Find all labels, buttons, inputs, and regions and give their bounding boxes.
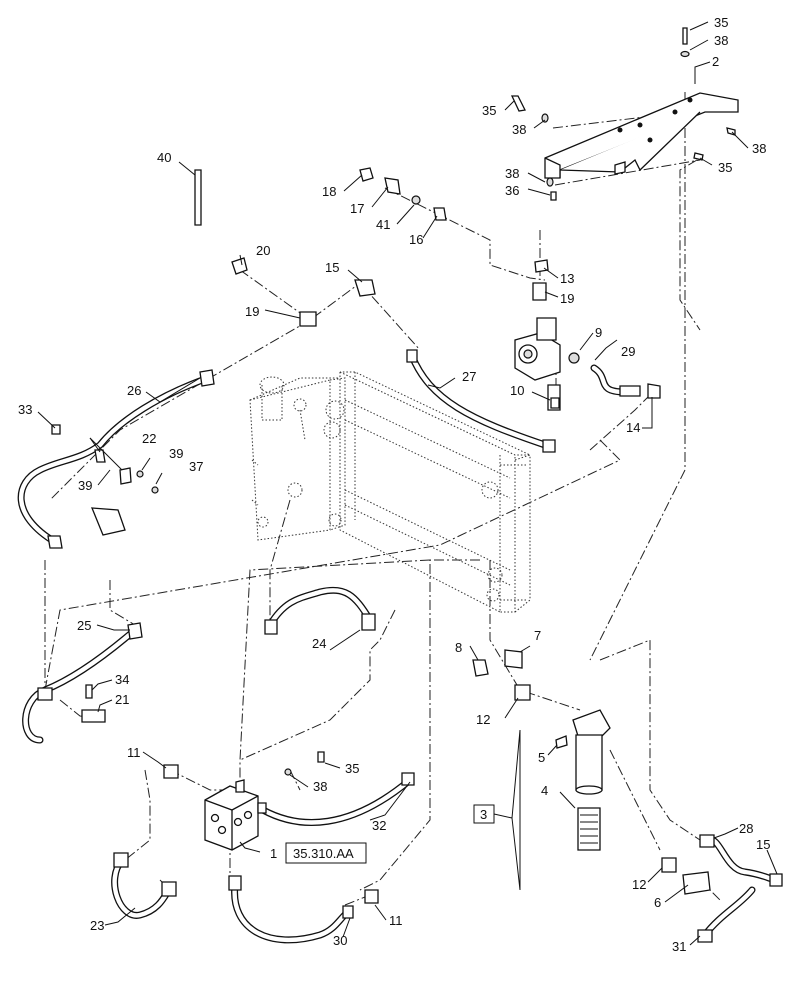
mounting-bracket — [544, 92, 739, 179]
callout-11: 11 — [389, 913, 403, 928]
callout-21: 21 — [115, 692, 129, 707]
callout-38: 38 — [313, 779, 327, 794]
filter-assembly — [472, 649, 711, 895]
callout-34: 34 — [115, 672, 129, 687]
callout-26: 26 — [127, 383, 141, 398]
callout-38: 38 — [512, 122, 526, 137]
callout-40: 40 — [157, 150, 171, 165]
misc-parts — [51, 169, 379, 904]
callout-32: 32 — [372, 818, 386, 833]
callout-20: 20 — [256, 243, 270, 258]
callout-35: 35 — [714, 15, 728, 30]
callout-38: 38 — [714, 33, 728, 48]
callout-19: 19 — [245, 304, 259, 319]
callout-35: 35 — [482, 103, 496, 118]
callout-30: 30 — [333, 933, 347, 948]
leader-lines — [37, 21, 778, 946]
callout-labels: 35 38 2 35 38 38 35 38 36 40 18 17 41 16… — [18, 15, 770, 954]
section-reference-link[interactable]: 35.310.AA — [293, 846, 354, 861]
callout-27: 27 — [462, 369, 476, 384]
callout-15: 15 — [756, 837, 770, 852]
hose-ends — [37, 349, 783, 943]
pump — [514, 317, 580, 411]
callout-22: 22 — [142, 431, 156, 446]
callout-29: 29 — [621, 344, 635, 359]
oil-cooler-ghost — [323, 371, 531, 613]
callout-14: 14 — [626, 420, 640, 435]
callout-2: 2 — [712, 54, 719, 69]
callout-38: 38 — [505, 166, 519, 181]
callout-24: 24 — [312, 636, 326, 651]
callout-31: 31 — [672, 939, 686, 954]
valve-block — [204, 779, 267, 851]
callout-3: 3 — [480, 807, 487, 822]
callout-16: 16 — [409, 232, 423, 247]
callout-36: 36 — [505, 183, 519, 198]
callout-1: 1 — [270, 846, 277, 861]
callout-39: 39 — [78, 478, 92, 493]
callout-3-box: 3 — [473, 729, 521, 891]
callout-18: 18 — [322, 184, 336, 199]
hoses — [17, 352, 779, 944]
hydraulic-tank-ghost — [249, 376, 346, 541]
callout-12: 12 — [632, 877, 646, 892]
callout-6: 6 — [654, 895, 661, 910]
callout-13: 13 — [560, 271, 574, 286]
callout-9: 9 — [595, 325, 602, 340]
callout-38: 38 — [752, 141, 766, 156]
callout-25: 25 — [77, 618, 91, 633]
callout-10: 10 — [510, 383, 524, 398]
callout-4: 4 — [541, 783, 548, 798]
callout-33: 33 — [18, 402, 32, 417]
callout-8: 8 — [455, 640, 462, 655]
callout-19: 19 — [560, 291, 574, 306]
callout-5: 5 — [538, 750, 545, 765]
callout-17: 17 — [350, 201, 364, 216]
fittings-top — [231, 167, 549, 327]
callout-15: 15 — [325, 260, 339, 275]
callout-35: 35 — [345, 761, 359, 776]
callout-41: 41 — [376, 217, 390, 232]
callout-12: 12 — [476, 712, 490, 727]
callout-28: 28 — [739, 821, 753, 836]
callout-37: 37 — [189, 459, 203, 474]
callout-7: 7 — [534, 628, 541, 643]
callout-35: 35 — [718, 160, 732, 175]
callout-39: 39 — [169, 446, 183, 461]
section-reference-box[interactable]: 35.310.AA — [285, 842, 367, 864]
center-lines — [44, 92, 721, 906]
callout-23: 23 — [90, 918, 104, 933]
callout-11: 11 — [127, 745, 141, 760]
